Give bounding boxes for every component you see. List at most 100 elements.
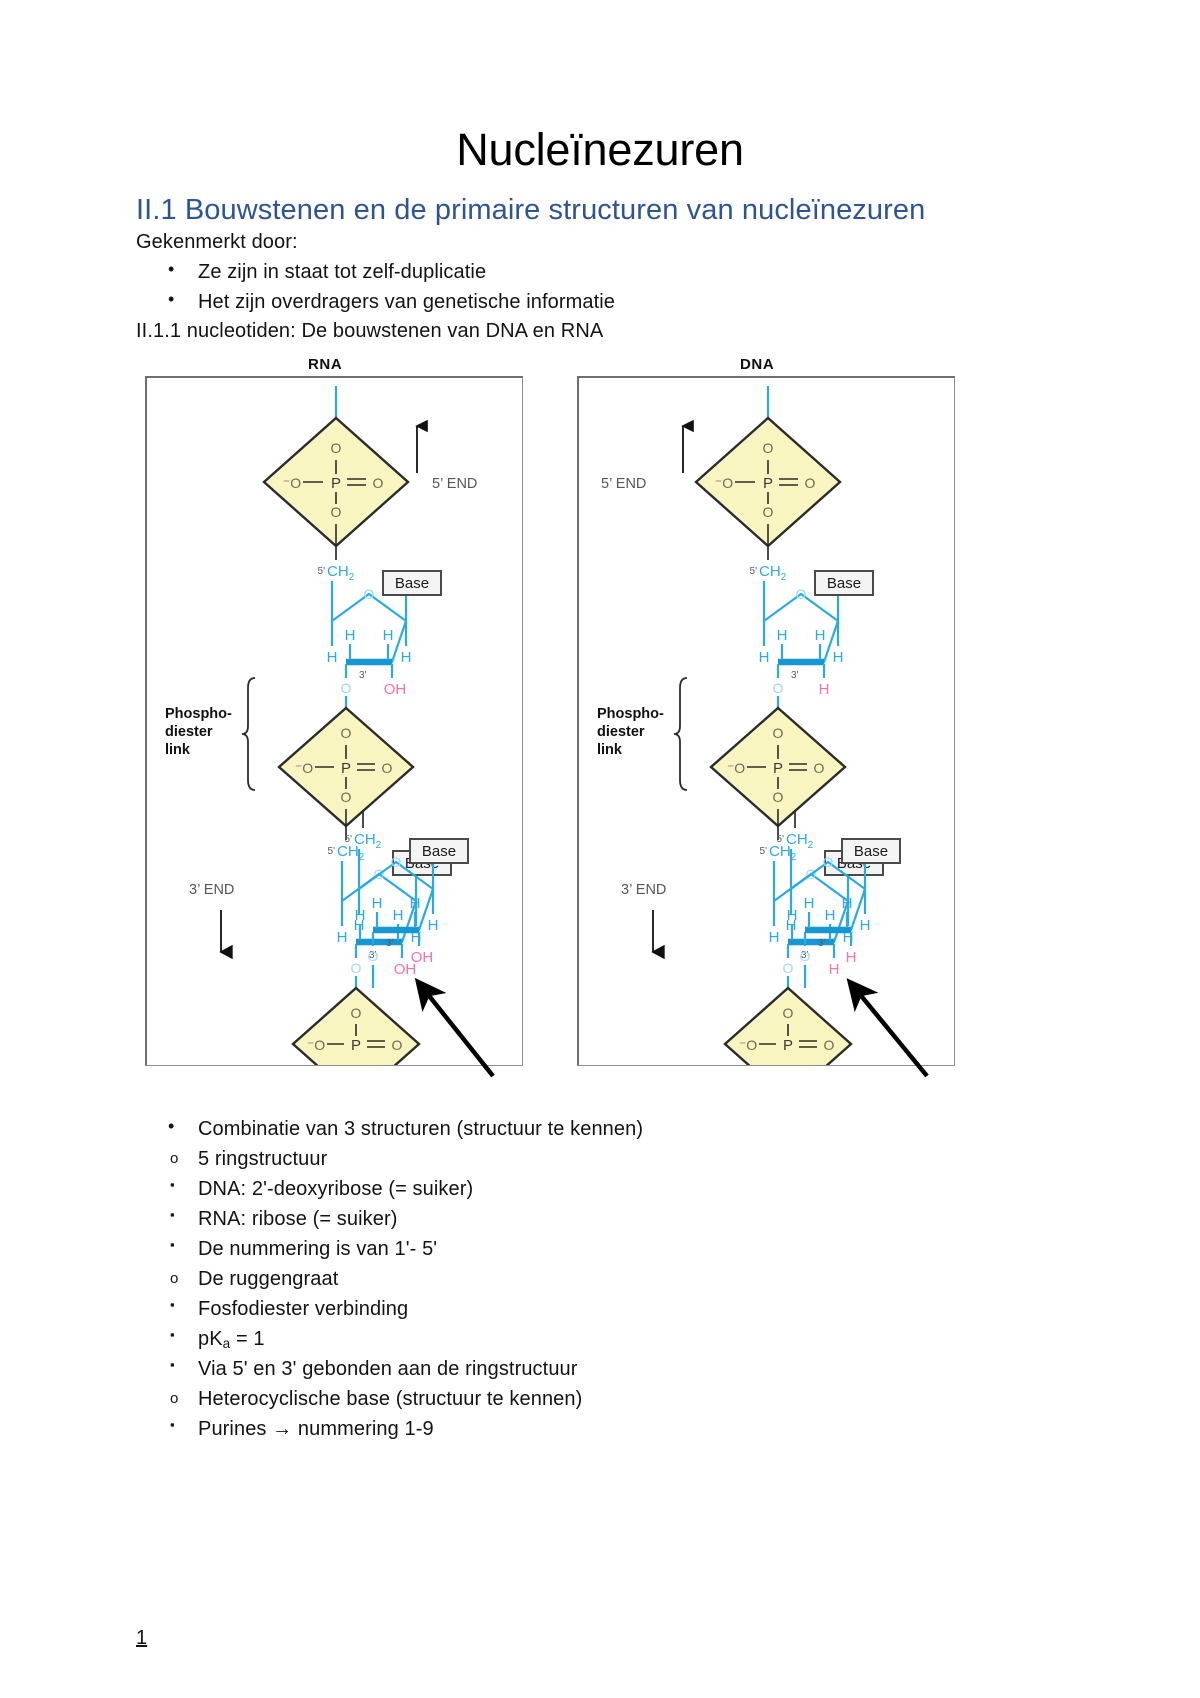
- svg-text:O: O: [763, 504, 774, 520]
- list-item: Ze zijn in staat tot zelf-duplicatie: [136, 256, 1064, 287]
- panel-caption-rna: RNA: [308, 355, 343, 373]
- svg-text:O: O: [331, 504, 342, 520]
- svg-text:H: H: [327, 649, 338, 666]
- svg-text:O: O: [823, 854, 834, 870]
- list-item: De ruggengraat: [136, 1264, 1064, 1294]
- notes-sublist-1-children: DNA: 2'-deoxyribose (= suiker) RNA: ribo…: [136, 1174, 1064, 1264]
- svg-text:3': 3': [818, 938, 826, 949]
- panel-caption-dna: DNA: [740, 355, 775, 373]
- five-prime-end-marker-dna: 5’ END: [601, 419, 694, 492]
- svg-text:H: H: [815, 627, 826, 644]
- svg-text:P: P: [773, 760, 783, 777]
- svg-text:O: O: [800, 948, 811, 964]
- svg-text:O: O: [824, 1037, 835, 1053]
- svg-text:O: O: [783, 1005, 794, 1021]
- phosphate-group-1: O ⁻O P O O: [262, 416, 410, 548]
- svg-text:⁻O: ⁻O: [739, 1037, 757, 1053]
- notes-sublist-1: 5 ringstructuur: [136, 1144, 1064, 1174]
- svg-text:H: H: [787, 907, 798, 924]
- phosphate-group-3: O ⁻O P O: [723, 975, 853, 1065]
- dna-three-prime-end-marker: 3’ END: [621, 882, 666, 960]
- dna-structure-panel: O ⁻O P O O 5’ END: [577, 375, 955, 1066]
- svg-text:H: H: [860, 917, 871, 934]
- svg-text:3': 3': [801, 950, 809, 961]
- svg-text:O: O: [331, 440, 342, 456]
- svg-text:O: O: [783, 960, 794, 976]
- svg-text:H: H: [383, 627, 394, 644]
- svg-text:⁻O: ⁻O: [307, 1037, 325, 1053]
- phosphodiester-link-annotation: Phospho- diester link: [597, 677, 688, 791]
- svg-text:link: link: [165, 742, 191, 758]
- svg-text:CH2: CH2: [337, 843, 365, 863]
- svg-text:O: O: [796, 586, 807, 602]
- list-item: 5 ringstructuur: [136, 1144, 1064, 1174]
- rna-diagram-svg: O ⁻O P O O 5’ END: [165, 385, 477, 978]
- svg-text:O: O: [814, 760, 825, 776]
- svg-text:OH: OH: [394, 961, 417, 978]
- svg-text:⁻O: ⁻O: [727, 760, 745, 776]
- svg-text:P: P: [331, 475, 341, 492]
- pka-suffix: = 1: [230, 1327, 265, 1350]
- section-heading: II.1 Bouwstenen en de primaire structure…: [136, 193, 926, 226]
- svg-text:H: H: [355, 907, 366, 924]
- svg-text:H: H: [393, 907, 404, 924]
- intro-bullet-list: Ze zijn in staat tot zelf-duplicatie Het…: [136, 256, 1064, 317]
- svg-text:H: H: [411, 929, 422, 946]
- svg-text:H: H: [825, 907, 836, 924]
- svg-text:O: O: [382, 760, 393, 776]
- list-item: Fosfodiester verbinding: [136, 1294, 1064, 1324]
- list-item: Het zijn overdragers van genetische info…: [136, 286, 1064, 317]
- svg-text:H: H: [846, 949, 857, 966]
- svg-text:Base: Base: [827, 575, 861, 592]
- list-item: DNA: 2'-deoxyribose (= suiker): [136, 1174, 1064, 1204]
- svg-text:P: P: [341, 760, 351, 777]
- svg-text:H: H: [759, 649, 770, 666]
- sugar-ring-1: 5' CH2 O H H H H: [318, 545, 442, 698]
- pka-subscript: a: [222, 1335, 231, 1351]
- svg-text:3': 3': [369, 950, 377, 961]
- svg-text:H: H: [769, 929, 780, 946]
- svg-text:CH2: CH2: [769, 843, 797, 863]
- svg-text:O: O: [391, 854, 402, 870]
- list-item: Purines → nummering 1-9: [136, 1414, 1064, 1444]
- svg-text:CH2: CH2: [327, 563, 355, 583]
- svg-text:diester: diester: [597, 724, 645, 740]
- rna-sugar-ring-3: 5' CH2 O H H H H Base 3' O OH: [345, 810, 469, 988]
- svg-text:Base: Base: [395, 575, 429, 592]
- svg-text:O: O: [368, 948, 379, 964]
- svg-text:O: O: [341, 680, 352, 696]
- svg-text:H: H: [843, 929, 854, 946]
- intro-text: Gekenmerkt door:: [136, 230, 298, 253]
- svg-text:O: O: [351, 1005, 362, 1021]
- rna-diagram-svg-lower: O ⁻O P O: [291, 975, 421, 1065]
- rna-three-prime-end-marker: 3’ END: [189, 882, 234, 960]
- svg-text:⁻O: ⁻O: [295, 760, 313, 776]
- dna-callout-arrow: [846, 978, 929, 1078]
- svg-text:⁻O: ⁻O: [715, 475, 733, 491]
- svg-text:O: O: [773, 680, 784, 696]
- svg-text:H: H: [833, 649, 844, 666]
- svg-text:3’ END: 3’ END: [189, 882, 234, 898]
- five-prime-end-marker-rna: 5’ END: [415, 419, 477, 492]
- page-title: Nucleïnezuren: [456, 124, 744, 175]
- figure-bottom-overlay: 5' CH2 O H H H H Base 3' O OH 3’ END: [189, 810, 929, 1078]
- notes-sublist-2: De ruggengraat: [136, 1264, 1064, 1294]
- svg-text:H: H: [428, 917, 439, 934]
- list-item: De nummering is van 1'- 5': [136, 1234, 1064, 1264]
- svg-text:CH2: CH2: [759, 563, 787, 583]
- svg-text:diester: diester: [165, 724, 213, 740]
- rna-structure-panel: O ⁻O P O O 5’ END: [145, 375, 523, 1066]
- svg-text:H: H: [401, 649, 412, 666]
- svg-text:5': 5': [777, 834, 785, 845]
- notes-bullet-list: Combinatie van 3 structuren (structuur t…: [136, 1113, 1064, 1144]
- phosphate-group-3: O ⁻O P O: [291, 975, 421, 1065]
- notes-sublist-3-children: Purines → nummering 1-9: [136, 1414, 1064, 1444]
- svg-text:5': 5': [760, 846, 768, 857]
- svg-text:5’ END: 5’ END: [601, 476, 646, 492]
- svg-text:Base: Base: [854, 843, 888, 860]
- phosphate-group-2: O ⁻O P O O: [709, 695, 847, 828]
- svg-text:Base: Base: [422, 843, 456, 860]
- svg-text:CH2: CH2: [354, 831, 382, 851]
- svg-text:CH2: CH2: [786, 831, 814, 851]
